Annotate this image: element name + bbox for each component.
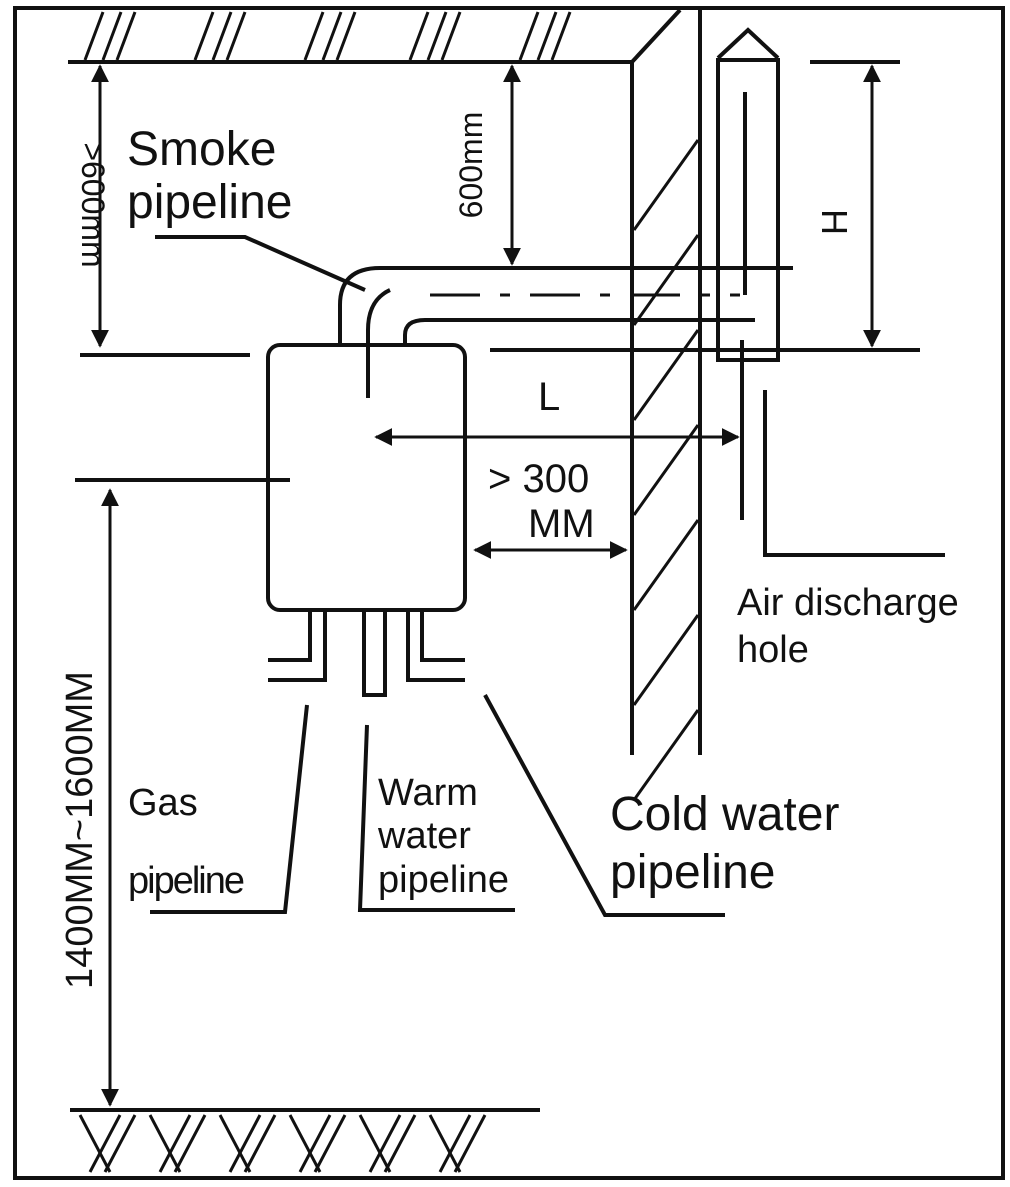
floor <box>70 1108 540 1173</box>
hatch-line <box>368 1114 402 1173</box>
dim-600: 600mm <box>453 112 489 219</box>
label-air: Air discharge <box>737 582 959 624</box>
hatch-line <box>225 11 247 61</box>
hatch-line <box>298 1114 332 1173</box>
dim-gt300-2: MM <box>528 502 595 546</box>
hatch-line <box>453 1114 487 1173</box>
hatch-line <box>103 1114 137 1173</box>
hatch-line <box>78 1114 112 1173</box>
label-smoke-2: pipeline <box>127 176 292 229</box>
smoke-pipe <box>338 266 793 398</box>
label-warm: Warm <box>378 772 478 814</box>
hatch-line <box>303 11 325 61</box>
bottom-pipes <box>268 612 465 697</box>
hatch-line <box>632 329 700 421</box>
dimension-lines <box>75 60 945 1107</box>
hatch-line <box>288 1114 322 1173</box>
hatch-line <box>536 11 558 61</box>
hatch-line <box>438 1114 472 1173</box>
hatch-line <box>518 11 540 61</box>
water-heater <box>266 343 467 612</box>
label-cold: Cold water <box>610 788 839 841</box>
dim-H: H <box>814 209 855 235</box>
flue-terminal <box>716 27 780 362</box>
hatch-line <box>632 614 700 706</box>
dim-L: L <box>538 375 560 419</box>
hatch-line <box>335 11 357 61</box>
label-cold-2: pipeline <box>610 846 775 899</box>
hatch-line <box>88 1114 122 1173</box>
hatch-line <box>115 11 137 61</box>
label-air-2: hole <box>737 629 809 671</box>
hatch-line <box>632 519 700 611</box>
hatch-line <box>321 11 343 61</box>
label-smoke: Smoke <box>127 123 276 176</box>
hatch-line <box>632 234 700 326</box>
hatch-line <box>440 11 462 61</box>
hatch-line <box>550 11 572 61</box>
hatch-line <box>193 11 215 61</box>
hatch-line <box>173 1114 207 1173</box>
hatch-line <box>83 11 105 61</box>
dim-height: 1400MM~1600MM <box>59 671 101 989</box>
dim-gt300: > 300 <box>488 457 589 501</box>
hatch-line <box>101 11 123 61</box>
leader-lines <box>150 235 725 917</box>
wall <box>630 8 702 801</box>
label-gas: Gas <box>128 782 198 824</box>
dim-gt600: >600mm <box>75 142 111 267</box>
hatch-line <box>313 1114 347 1173</box>
hatch-line <box>426 11 448 61</box>
hatch-line <box>408 11 430 61</box>
label-gas-2: pipeline <box>128 860 244 902</box>
hatch-line <box>148 1114 182 1173</box>
hatch-line <box>358 1114 392 1173</box>
hatch-line <box>632 139 700 231</box>
hatch-line <box>428 1114 462 1173</box>
hatch-line <box>158 1114 192 1173</box>
hatch-line <box>243 1114 277 1173</box>
outer-frame <box>13 6 1005 1180</box>
label-warm-3: pipeline <box>378 859 509 901</box>
hatch-line <box>218 1114 252 1173</box>
hatch-line <box>211 11 233 61</box>
hatch-line <box>228 1114 262 1173</box>
hatch-line <box>383 1114 417 1173</box>
label-warm-2: water <box>377 815 471 857</box>
ceiling <box>68 11 632 64</box>
hatch-line <box>632 709 700 801</box>
